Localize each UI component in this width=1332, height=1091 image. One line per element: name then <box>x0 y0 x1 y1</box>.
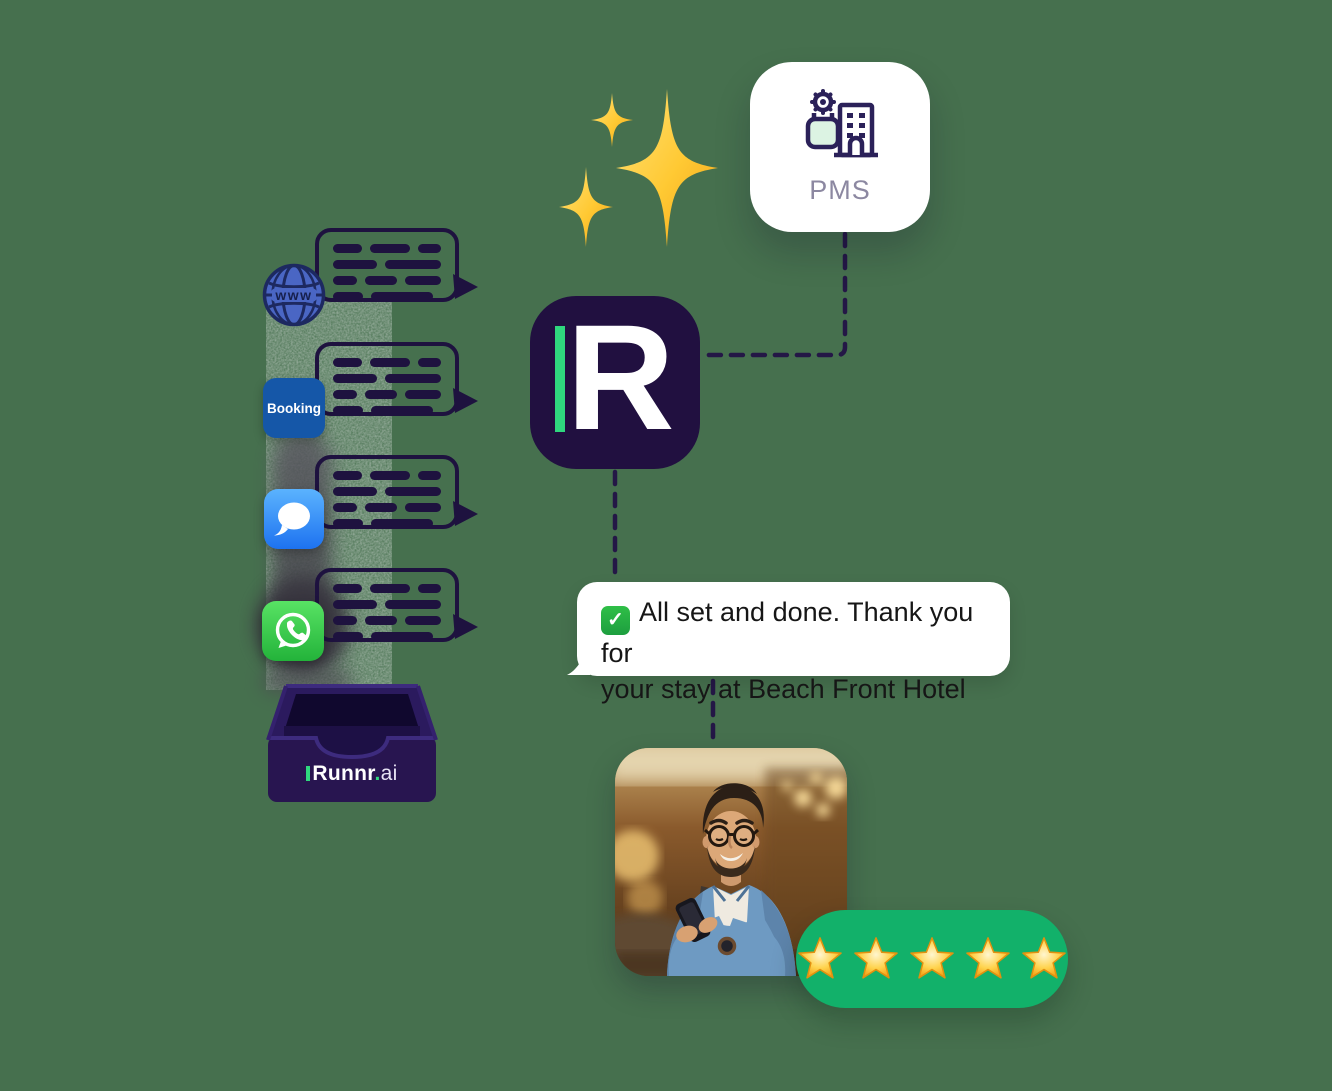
redacted-text-segment <box>365 616 398 625</box>
redacted-line-row <box>333 260 441 269</box>
redacted-text-segment <box>333 487 377 496</box>
booking-icon: Booking <box>263 378 325 438</box>
redacted-line-row <box>333 487 441 496</box>
message-line2: your stay at Beach Front Hotel <box>601 673 966 704</box>
redacted-text-segment <box>333 276 358 285</box>
redacted-text-segment <box>333 471 363 480</box>
redacted-line-row <box>333 406 441 415</box>
star-icon <box>910 937 954 979</box>
bubble-tail-icon <box>453 501 478 526</box>
redacted-text-segment <box>417 244 441 253</box>
logo-green-bar <box>555 325 566 432</box>
redacted-text-segment <box>370 244 410 253</box>
star-icon <box>1022 937 1066 979</box>
redacted-text-segment <box>333 632 363 641</box>
redacted-message-bubble <box>315 228 478 302</box>
runnr-logo: R <box>530 296 700 469</box>
check-mark-icon: ✓ <box>601 605 630 635</box>
redacted-text-segment <box>365 276 398 285</box>
redacted-line-row <box>333 358 441 367</box>
redacted-text-segment <box>333 244 363 253</box>
bubble-tail-icon <box>453 274 478 299</box>
pms-label: PMS <box>809 174 871 205</box>
message-tail-icon <box>567 646 590 675</box>
pms-card: PMS <box>750 62 930 232</box>
redacted-text-segment <box>370 358 410 367</box>
guest-message-bubble: ✓All set and done. Thank you for your st… <box>567 582 1010 704</box>
redacted-text-segment <box>371 292 433 301</box>
runnr-inbox-tray <box>266 684 438 802</box>
redacted-text-segment <box>370 584 410 593</box>
redacted-lines <box>333 244 441 301</box>
redacted-text-segment <box>417 358 441 367</box>
star-icon <box>798 937 842 979</box>
brand-green-bar <box>306 766 311 781</box>
message-line1: All set and done. Thank you for <box>601 597 974 668</box>
redacted-text-segment <box>333 374 377 383</box>
redacted-text-segment <box>370 471 410 480</box>
redacted-text-segment <box>385 374 441 383</box>
redacted-lines <box>333 358 441 415</box>
review-pill <box>796 910 1068 1008</box>
redacted-line-row <box>333 632 441 641</box>
svg-text:www: www <box>274 287 312 303</box>
redacted-text-segment <box>385 600 441 609</box>
redacted-text-segment <box>333 519 363 528</box>
redacted-line-row <box>333 292 441 301</box>
logo-letter: R <box>566 292 675 461</box>
redacted-line-row <box>333 584 441 593</box>
redacted-line-row <box>333 244 441 253</box>
redacted-text-segment <box>371 406 433 415</box>
redacted-line-row <box>333 519 441 528</box>
redacted-text-segment <box>333 260 377 269</box>
redacted-text-segment <box>417 471 441 480</box>
redacted-line-row <box>333 390 441 399</box>
redacted-text-segment <box>333 600 377 609</box>
redacted-text-segment <box>371 519 433 528</box>
redacted-text-segment <box>333 616 358 625</box>
redacted-text-segment <box>417 584 441 593</box>
redacted-line-row <box>333 471 441 480</box>
brand-name: Runnr <box>312 762 375 785</box>
brand-dot: . <box>374 762 381 785</box>
gear-icon <box>810 88 836 115</box>
redacted-text-segment <box>405 616 441 625</box>
redacted-line-row <box>333 616 441 625</box>
redacted-text-segment <box>371 632 433 641</box>
redacted-text-segment <box>333 292 363 301</box>
redacted-message-bubble <box>315 342 478 416</box>
redacted-text-segment <box>333 406 363 415</box>
redacted-text-segment <box>365 503 398 512</box>
redacted-text-segment <box>405 276 441 285</box>
star-icon <box>854 937 898 979</box>
redacted-text-segment <box>333 390 358 399</box>
redacted-text-segment <box>385 487 441 496</box>
brand-suffix: ai <box>380 762 398 785</box>
redacted-text-segment <box>405 503 441 512</box>
calendar-gear-building-icon <box>805 88 878 157</box>
redacted-lines <box>333 584 441 641</box>
redacted-text-segment <box>365 390 398 399</box>
whatsapp-icon <box>262 601 324 661</box>
star-icon <box>966 937 1010 979</box>
booking-label: Booking <box>267 400 321 416</box>
redacted-line-row <box>333 374 441 383</box>
redacted-text-segment <box>333 503 358 512</box>
runnr-brand-wordmark: Runnr.ai <box>266 762 438 786</box>
redacted-text-segment <box>333 584 363 593</box>
redacted-line-row <box>333 600 441 609</box>
bubble-tail-icon <box>453 614 478 639</box>
redacted-line-row <box>333 276 441 285</box>
redacted-text-segment <box>385 260 441 269</box>
redacted-text-segment <box>405 390 441 399</box>
bubble-tail-icon <box>453 388 478 413</box>
imessage-icon <box>264 489 324 549</box>
redacted-lines <box>333 471 441 528</box>
sparkles-icon <box>559 89 718 247</box>
globe-www-icon: www <box>262 263 326 327</box>
redacted-line-row <box>333 503 441 512</box>
redacted-text-segment <box>333 358 363 367</box>
